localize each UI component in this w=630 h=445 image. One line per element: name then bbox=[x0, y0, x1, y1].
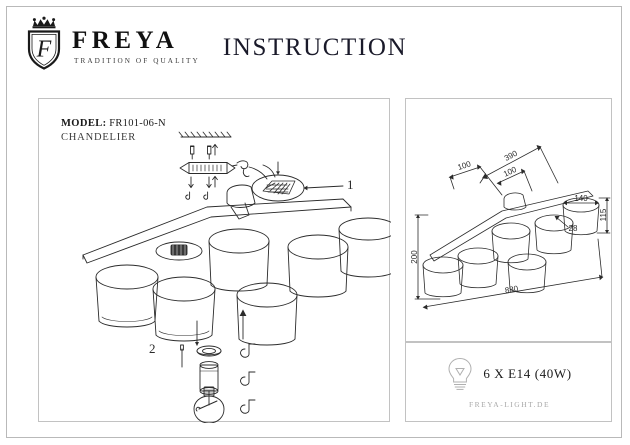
dim-label-overall-width: 880 bbox=[504, 284, 519, 295]
model-label: MODEL: bbox=[61, 118, 107, 129]
svg-text:F: F bbox=[36, 37, 52, 63]
brand-wordmark: FREYA TRADITION OF QUALITY bbox=[72, 28, 222, 65]
dim-label-segment-right: 100 bbox=[502, 165, 518, 179]
brand-name: FREYA bbox=[72, 27, 179, 54]
lamp-spec-text: 6 X E14 (40W) bbox=[483, 366, 572, 381]
dim-label-arm-span: 390 bbox=[503, 148, 519, 162]
assembly-diagram-panel: MODEL: FR101-06-N CHANDELIER bbox=[38, 98, 391, 423]
dimensions-diagram-panel: 390 100 100 140 115 28 200 880 bbox=[405, 98, 612, 342]
dim-label-overall-height: 200 bbox=[410, 250, 419, 264]
page-header: F FREYA TRADITION OF QUALITY INSTRUCTION bbox=[0, 0, 630, 92]
callout-number-1: 1 bbox=[347, 177, 354, 192]
website-footer: FREYA-LIGHT.DE bbox=[468, 400, 551, 409]
page-border bbox=[6, 6, 622, 438]
model-line: MODEL: FR101-06-N bbox=[61, 117, 166, 131]
lamp-spec-panel: 6 X E14 (40W) FREYA-LIGHT.DE bbox=[405, 342, 612, 422]
chandelier-assembly-drawing bbox=[82, 131, 391, 423]
page-title: INSTRUCTION bbox=[222, 34, 408, 61]
model-info: MODEL: FR101-06-N CHANDELIER bbox=[61, 117, 166, 145]
lamp-spec-row: 6 X E14 (40W) bbox=[406, 351, 613, 397]
brand-logo: F FREYA TRADITION OF QUALITY bbox=[22, 16, 222, 72]
chandelier-dimensions-drawing: 390 100 100 140 115 28 200 880 bbox=[410, 145, 611, 310]
dim-label-segment-left: 100 bbox=[456, 159, 472, 172]
dim-label-shade-height: 115 bbox=[599, 208, 608, 221]
dim-label-shade-diameter: 140 bbox=[574, 194, 588, 203]
product-type: CHANDELIER bbox=[61, 132, 137, 144]
model-number: FR101-06-N bbox=[109, 118, 166, 129]
freya-crest-icon: F bbox=[27, 16, 61, 70]
callout-number-2: 2 bbox=[149, 341, 156, 356]
dim-label-shade-inner: 28 bbox=[569, 224, 578, 233]
brand-tagline: TRADITION OF QUALITY bbox=[74, 57, 200, 65]
light-bulb-icon bbox=[448, 357, 472, 390]
